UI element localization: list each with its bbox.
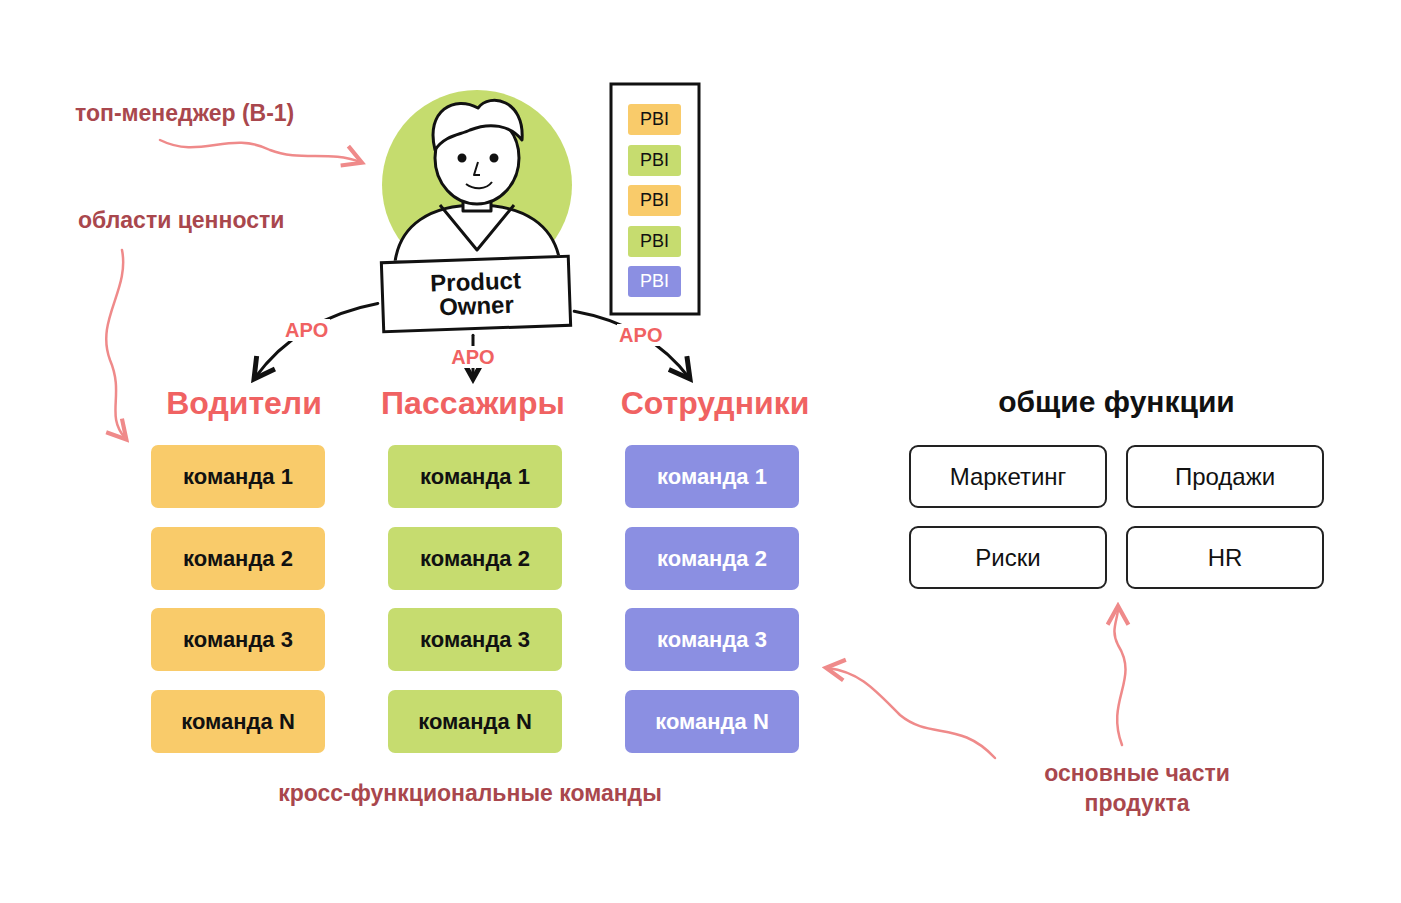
area-heading: Сотрудники [598, 385, 832, 422]
team-box: команда 2 [625, 527, 799, 590]
box-text: Продажи [1175, 463, 1275, 491]
box-text: Риски [975, 544, 1040, 572]
box-text: команда 3 [657, 627, 767, 652]
backlog-column [611, 84, 699, 314]
team-box: команда 1 [625, 445, 799, 508]
person-figure [395, 100, 560, 262]
box-text: команда N [418, 709, 532, 734]
callout-label: области ценности [78, 205, 378, 235]
backlog-item: PBI [628, 104, 681, 135]
box-text: команда 1 [420, 464, 530, 489]
box-text: PBI [640, 231, 669, 252]
edge-label: APO [449, 346, 496, 368]
backlog-item: PBI [628, 185, 681, 216]
team-box: команда N [151, 690, 325, 753]
box-text: HR [1208, 544, 1243, 572]
team-box: команда 2 [151, 527, 325, 590]
box-text: команда 1 [183, 464, 293, 489]
team-box: команда 1 [388, 445, 562, 508]
box-text: команда 2 [657, 546, 767, 571]
area-heading: общие функции [900, 385, 1333, 420]
backlog-item: PBI [628, 226, 681, 257]
connector-arrow [254, 303, 378, 379]
box-text: PBI [640, 109, 669, 130]
function-box: Риски [909, 526, 1107, 589]
team-box: команда 3 [625, 608, 799, 671]
edge-label: APO [283, 319, 330, 341]
team-box: команда 3 [388, 608, 562, 671]
function-group: общие функцииМаркетинг ПродажиРиски HR [900, 385, 1333, 600]
box-text: команда 3 [420, 627, 530, 652]
role-box: Product Owner [380, 255, 572, 334]
area-heading: Пассажиры [358, 385, 588, 422]
box-text: команда 3 [183, 627, 293, 652]
callout-label: основные части продукта [997, 758, 1277, 818]
caption-label: кросс-функциональные команды [150, 778, 790, 808]
team-box: команда 1 [151, 445, 325, 508]
box-text: команда 1 [657, 464, 767, 489]
backlog-item: PBI [628, 145, 681, 176]
connector-arrow [574, 311, 690, 379]
box-text: PBI [640, 271, 669, 292]
box-text: команда N [655, 709, 769, 734]
function-box: Маркетинг [909, 445, 1107, 508]
edge-label: APO [617, 324, 664, 346]
team-box: команда 2 [388, 527, 562, 590]
box-text: PBI [640, 150, 669, 171]
avatar-circle [382, 90, 572, 280]
value-area: Водители команда 1 команда 2 команда 3 коман… [129, 385, 359, 755]
area-heading: Водители [129, 385, 359, 422]
box-text: Product Owner [389, 267, 563, 321]
team-box: команда N [388, 690, 562, 753]
callout-label: топ-менеджер (B-1) [75, 98, 395, 128]
box-text: PBI [640, 190, 669, 211]
team-box: команда N [625, 690, 799, 753]
backlog-item: PBI [628, 266, 681, 297]
team-box: команда 3 [151, 608, 325, 671]
box-text: команда 2 [183, 546, 293, 571]
value-area: Пассажиры команда 1 команда 2 команда 3 кома… [358, 385, 588, 755]
function-box: HR [1126, 526, 1324, 589]
box-text: команда 2 [420, 546, 530, 571]
value-area: Сотрудники команда 1 команда 2 команда 3 ком… [598, 385, 832, 755]
function-box: Продажи [1126, 445, 1324, 508]
box-text: Маркетинг [950, 463, 1067, 491]
box-text: команда N [181, 709, 295, 734]
